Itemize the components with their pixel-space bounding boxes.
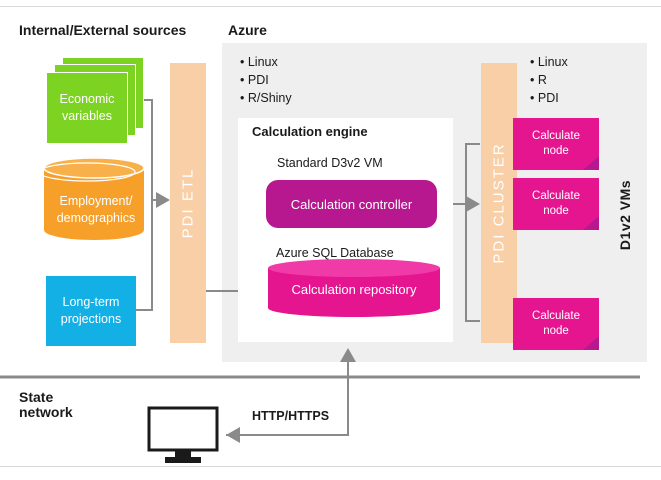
employment-database-icon xyxy=(38,157,145,240)
calculate-node-label: Calculate node xyxy=(532,190,580,217)
pdi-cluster-bar: PDI CLUSTER xyxy=(481,63,517,343)
sources-title: Internal/External sources xyxy=(19,22,187,38)
vm-label: Standard D3v2 VM xyxy=(277,156,383,170)
azure-tool-item: R/Shiny xyxy=(240,89,292,107)
cluster-tool-list: Linux R PDI xyxy=(530,53,568,107)
calculation-repository-label: Calculation repository xyxy=(291,282,417,297)
cluster-tool-item: Linux xyxy=(530,53,568,71)
node-fold-decoration xyxy=(583,336,599,350)
state-network-line1: State xyxy=(19,389,54,405)
repository-database-icon xyxy=(268,259,440,317)
calculate-node-label: Calculate node xyxy=(532,310,580,337)
protocol-label: HTTP/HTTPS xyxy=(252,409,330,423)
calculate-node: Calculate node xyxy=(513,298,599,350)
state-network-title: State network xyxy=(19,390,73,420)
cluster-tool-item: PDI xyxy=(530,89,568,107)
longterm-projections-source: Long-term projections xyxy=(46,276,136,346)
monitor-icon xyxy=(147,406,219,463)
db-label: Azure SQL Database xyxy=(276,246,394,260)
azure-tool-item: PDI xyxy=(240,71,292,89)
azure-title: Azure xyxy=(228,22,267,38)
node-fold-decoration xyxy=(583,216,599,230)
pdi-etl-label: PDI ETL xyxy=(179,167,197,239)
vms-label-box: D1v2 VMs xyxy=(610,160,640,270)
employment-label: Employment/ demographics xyxy=(56,194,136,225)
bottom-divider xyxy=(0,466,661,467)
pdi-cluster-label: PDI CLUSTER xyxy=(490,142,508,264)
top-divider xyxy=(0,6,661,7)
azure-tool-list: Linux PDI R/Shiny xyxy=(240,53,292,107)
azure-tool-item: Linux xyxy=(240,53,292,71)
longterm-projections-label: Long-term projections xyxy=(60,295,122,326)
vms-label: D1v2 VMs xyxy=(617,179,633,251)
calculation-engine-title: Calculation engine xyxy=(252,124,368,139)
cluster-bracket xyxy=(465,143,480,322)
economic-variables-source: Economic variables xyxy=(46,72,128,144)
calculate-node: Calculate node xyxy=(513,178,599,230)
calculation-controller: Calculation controller xyxy=(266,180,437,228)
economic-variables-label: Economic variables xyxy=(59,92,115,123)
calculate-node: Calculate node xyxy=(513,118,599,170)
state-network-line2: network xyxy=(19,404,73,420)
cluster-tool-item: R xyxy=(530,71,568,89)
sources-bracket xyxy=(136,99,153,311)
pdi-etl-bar: PDI ETL xyxy=(170,63,206,343)
calculation-controller-label: Calculation controller xyxy=(290,196,413,212)
calculate-node-label: Calculate node xyxy=(532,130,580,157)
node-fold-decoration xyxy=(583,156,599,170)
